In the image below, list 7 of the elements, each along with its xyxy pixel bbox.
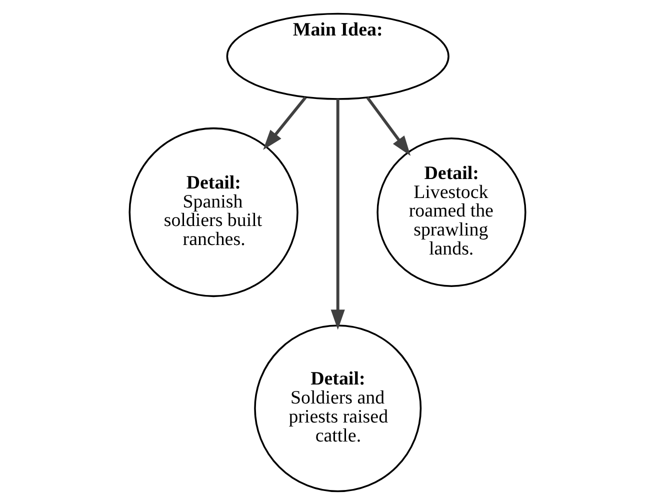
arrow <box>330 98 345 330</box>
node-ellipse: Main Idea: <box>226 12 450 100</box>
node-circle: Detail: Spanish soldiers built ranches. <box>128 126 298 297</box>
arrow <box>263 96 307 150</box>
node-circle: Detail: Livestock roamed the sprawling lands. <box>376 136 526 287</box>
node-circle: Detail: Soldiers and priests raised cattle. <box>254 324 422 492</box>
arrow <box>366 96 411 156</box>
